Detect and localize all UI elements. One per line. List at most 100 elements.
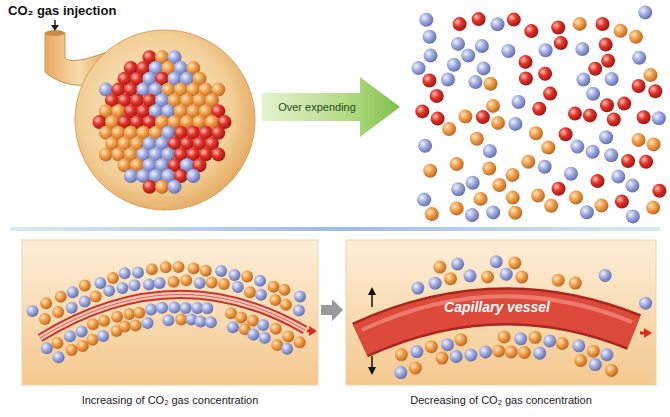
molecule xyxy=(66,302,78,314)
thin-vessel-line xyxy=(40,294,305,338)
expansion-arrow: Over expending xyxy=(262,75,400,139)
molecule xyxy=(568,107,582,121)
molecule-cluster xyxy=(93,50,232,194)
molecule xyxy=(412,61,426,75)
molecule xyxy=(132,266,144,278)
molecule xyxy=(244,286,256,298)
molecule xyxy=(268,281,280,293)
molecule xyxy=(156,302,168,314)
molecule xyxy=(200,265,212,277)
molecule xyxy=(538,160,552,174)
molecule xyxy=(130,319,142,331)
molecule xyxy=(508,256,521,269)
molecule xyxy=(605,364,618,377)
molecule xyxy=(632,79,646,93)
molecule xyxy=(415,104,429,118)
molecule xyxy=(451,257,464,270)
molecule xyxy=(215,265,227,277)
molecule xyxy=(476,110,490,124)
molecule xyxy=(454,333,467,346)
molecule xyxy=(195,316,207,328)
molecule xyxy=(450,350,463,363)
molecule xyxy=(570,140,584,154)
molecule xyxy=(532,102,546,116)
molecule xyxy=(294,336,306,348)
molecule xyxy=(27,305,39,317)
molecule xyxy=(155,180,169,194)
molecule xyxy=(425,340,438,353)
injection-label: CO₂ gas injection xyxy=(8,3,116,18)
molecule xyxy=(514,332,527,345)
molecule xyxy=(51,337,63,349)
molecule xyxy=(477,61,491,75)
molecule xyxy=(481,271,494,284)
molecule xyxy=(569,277,582,290)
molecule xyxy=(235,312,247,324)
molecule xyxy=(543,87,557,101)
molecule xyxy=(632,133,646,147)
molecule xyxy=(644,68,658,82)
molecule xyxy=(600,348,613,361)
molecule xyxy=(411,282,424,295)
molecule xyxy=(486,99,500,113)
molecule xyxy=(52,306,64,318)
flow-arrowhead xyxy=(644,328,652,338)
molecule xyxy=(418,139,432,153)
molecule xyxy=(492,178,506,192)
molecule xyxy=(87,318,99,330)
molecule xyxy=(280,299,292,311)
molecule xyxy=(491,17,505,31)
molecule xyxy=(247,329,259,341)
molecule xyxy=(500,268,513,281)
molecule xyxy=(410,345,423,358)
molecule xyxy=(175,314,187,326)
molecule xyxy=(146,263,158,275)
molecule xyxy=(436,352,449,365)
molecule xyxy=(124,169,138,183)
molecule xyxy=(395,348,408,361)
molecule xyxy=(614,24,628,38)
flow-arrowhead xyxy=(309,326,317,336)
molecule xyxy=(611,170,625,184)
molecule xyxy=(133,307,145,319)
molecule xyxy=(629,30,643,44)
transition-arrow xyxy=(321,299,343,321)
molecule xyxy=(569,191,583,205)
molecule xyxy=(294,291,306,303)
molecule xyxy=(66,344,78,356)
molecule xyxy=(447,58,461,72)
molecule xyxy=(259,332,271,344)
molecule xyxy=(506,168,520,182)
molecule xyxy=(588,62,602,76)
molecule xyxy=(79,280,91,292)
molecule xyxy=(543,334,556,347)
molecule xyxy=(637,110,651,124)
molecule xyxy=(154,277,166,289)
molecule xyxy=(518,346,531,359)
molecule xyxy=(599,269,612,282)
molecule xyxy=(160,261,172,273)
molecule xyxy=(601,54,615,68)
molecule xyxy=(599,38,613,52)
molecule xyxy=(492,345,505,358)
molecule xyxy=(424,49,438,63)
molecule xyxy=(638,5,652,19)
molecule xyxy=(479,346,492,359)
divider-bar xyxy=(10,227,660,231)
molecule xyxy=(466,176,480,190)
molecule xyxy=(232,281,244,293)
molecule xyxy=(64,330,76,342)
molecule xyxy=(173,261,185,273)
expand-arrow xyxy=(371,293,373,307)
molecule xyxy=(458,110,472,124)
molecule xyxy=(586,87,600,101)
molecule xyxy=(607,113,621,127)
molecule xyxy=(648,84,662,98)
molecule xyxy=(53,351,65,363)
node-text: Capillary vessel xyxy=(444,299,550,315)
molecule xyxy=(227,321,239,333)
molecule xyxy=(116,282,128,294)
molecule xyxy=(450,157,464,171)
molecule xyxy=(591,174,605,188)
molecule xyxy=(508,206,522,220)
